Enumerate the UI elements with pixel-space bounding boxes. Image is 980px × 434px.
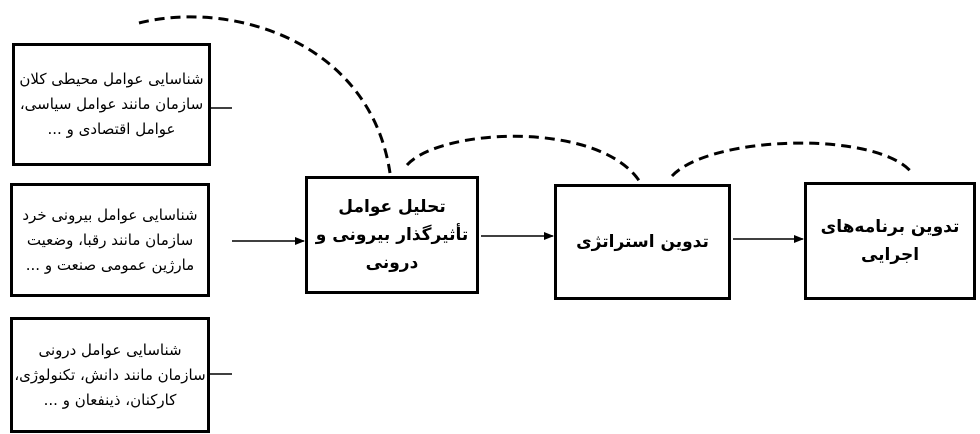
- macro-factors-text: شناسایی عوامل محیطی کلان سازمان مانند عو…: [19, 70, 204, 138]
- programs-text: تدوین برنامه‌های اجرایی: [820, 217, 960, 265]
- micro-factors-text: شناسایی عوامل بیرونی خرد سازمان مانند رق…: [22, 205, 198, 274]
- micro-factors-box: شناسایی عوامل بیرونی خرد سازمان مانند رق…: [10, 183, 210, 297]
- feedback-arc-strategy-programs: [670, 141, 915, 178]
- feedback-arc-analysis-strategy: [405, 134, 642, 183]
- internal-factors-text: شناسایی عوامل درونی سازمان مانند دانش، ت…: [14, 340, 206, 409]
- macro-factors-box: شناسایی عوامل محیطی کلان سازمان مانند عو…: [12, 43, 211, 166]
- analysis-box: تحلیل عوامل تأثیرگذار بیرونی و درونی: [305, 176, 479, 294]
- strategy-text: تدوین استراتژی: [576, 232, 709, 252]
- feedback-arc-large: [138, 15, 392, 174]
- programs-box: تدوین برنامه‌های اجرایی: [804, 182, 976, 300]
- strategy-box: تدوین استراتژی: [554, 184, 731, 300]
- internal-factors-box: شناسایی عوامل درونی سازمان مانند دانش، ت…: [10, 317, 210, 433]
- analysis-text: تحلیل عوامل تأثیرگذار بیرونی و درونی: [315, 197, 469, 273]
